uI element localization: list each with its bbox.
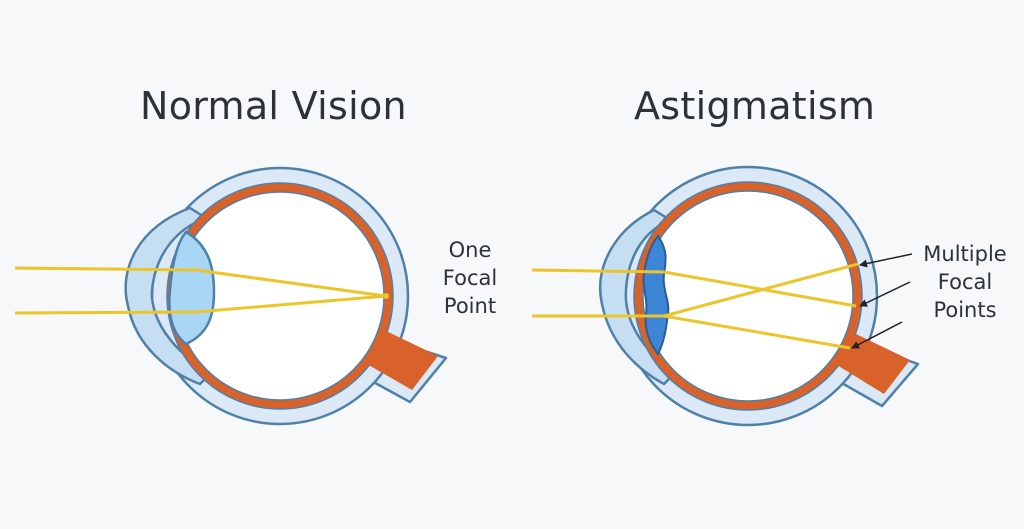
one-focal-point-label: One Focal Point	[430, 236, 510, 320]
label-line: Points	[933, 298, 997, 322]
refracted-ray-bottom	[195, 294, 387, 314]
label-line: Focal	[442, 266, 498, 290]
vitreous	[642, 190, 854, 402]
pointer-arrow-3	[851, 321, 903, 349]
label-line: Focal	[937, 270, 993, 294]
label-line: Multiple	[923, 242, 1007, 266]
refracted-ray-3	[663, 314, 851, 350]
pointer-arrow-1	[859, 253, 913, 268]
normal-vision-title: Normal Vision	[140, 84, 407, 128]
cornea	[599, 208, 678, 386]
focal-point	[383, 293, 389, 299]
optic-nerve	[832, 334, 910, 394]
pointer-arrow-2	[859, 281, 911, 307]
label-line: One	[448, 238, 492, 262]
refracted-ray-2	[663, 262, 859, 318]
lens	[168, 230, 216, 346]
astigmatism-title: Astigmatism	[634, 84, 876, 128]
normal-eye	[14, 166, 448, 426]
incoming-ray-top	[14, 266, 197, 272]
optic-nerve	[360, 330, 438, 390]
incoming-ray-top	[531, 268, 665, 274]
astigmatic-eye	[531, 165, 920, 427]
label-line: Point	[443, 294, 497, 318]
multiple-focal-points-label: Multiple Focal Points	[906, 240, 1024, 324]
distorted-lens	[642, 234, 670, 356]
refracted-ray-top	[195, 268, 387, 298]
incoming-ray-bottom	[14, 310, 197, 315]
